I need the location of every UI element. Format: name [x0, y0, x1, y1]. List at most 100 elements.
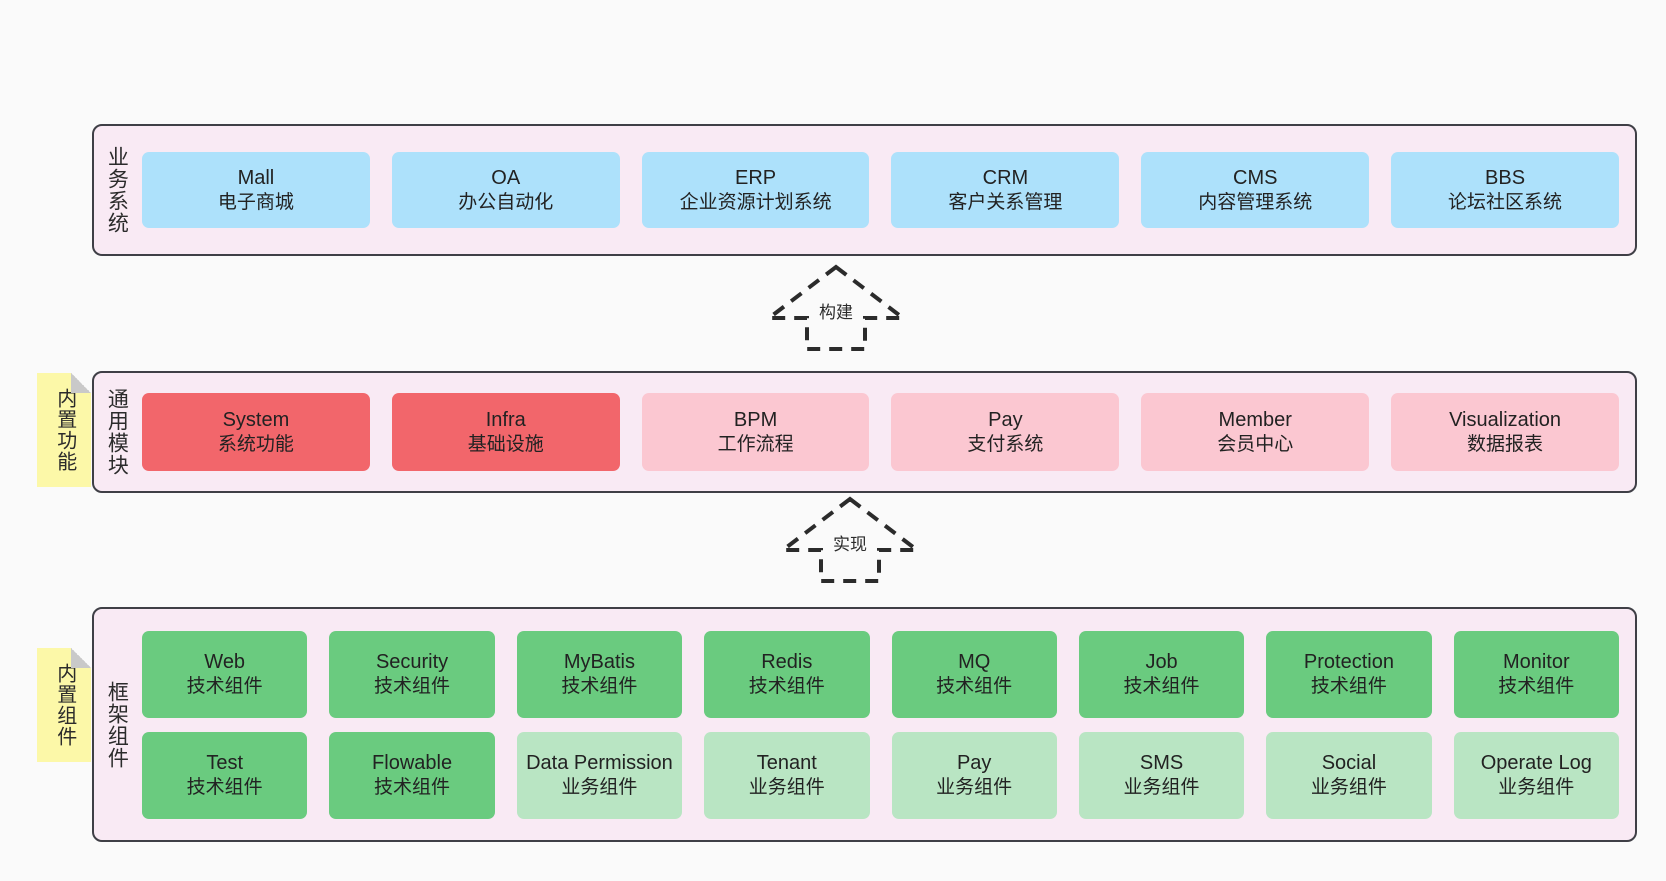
node-cms[interactable]: CMS 内容管理系统: [1141, 152, 1370, 228]
node-pay-module[interactable]: Pay 支付系统: [891, 393, 1120, 471]
node-infra-sub: 基础设施: [467, 433, 544, 455]
node-test-sub: 技术组件: [186, 776, 263, 798]
node-monitor-sub: 技术组件: [1498, 675, 1575, 697]
layer-title-business: 业务系统: [105, 146, 129, 234]
node-mq-sub: 技术组件: [936, 675, 1013, 697]
node-tenant-title: Tenant: [756, 752, 817, 775]
node-sms[interactable]: SMS 业务组件: [1078, 731, 1245, 819]
layer-body-business: Mall 电子商城 OA 办公自动化 ERP 企业资源计划系统 CRM 客户关系…: [138, 126, 1635, 254]
node-data-permission-title: Data Permission: [526, 752, 673, 775]
node-pay-component[interactable]: Pay 业务组件: [891, 731, 1057, 819]
layer-business-row: Mall 电子商城 OA 办公自动化 ERP 企业资源计划系统 CRM 客户关系…: [142, 152, 1619, 228]
node-web-title: Web: [204, 651, 246, 674]
node-cms-title: CMS: [1233, 167, 1278, 190]
node-pay-component-title: Pay: [956, 752, 992, 775]
node-bbs[interactable]: BBS 论坛社区系统: [1391, 152, 1619, 228]
node-monitor-title: Monitor: [1502, 651, 1570, 674]
node-job-title: Job: [1145, 651, 1178, 674]
node-monitor[interactable]: Monitor 技术组件: [1453, 630, 1619, 718]
note-builtin-function: 内置功能: [37, 373, 91, 487]
layer-business-system: 业务系统 Mall 电子商城 OA 办公自动化 ERP 企业资源计划系统 CRM…: [92, 124, 1637, 256]
node-social-title: Social: [1321, 752, 1377, 775]
node-job[interactable]: Job 技术组件: [1078, 630, 1245, 718]
node-mall-title: Mall: [237, 167, 275, 190]
node-crm-title: CRM: [982, 167, 1029, 190]
node-system-sub: 系统功能: [217, 433, 294, 455]
node-erp-title: ERP: [735, 167, 777, 190]
node-bpm-title: BPM: [733, 409, 778, 432]
node-visualization[interactable]: Visualization 数据报表: [1391, 393, 1619, 471]
node-bpm[interactable]: BPM 工作流程: [641, 393, 870, 471]
node-system-title: System: [222, 409, 290, 432]
node-data-permission-sub: 业务组件: [561, 776, 638, 798]
arrow-build-icon: [763, 264, 909, 351]
note-builtin-component-label: 内置组件: [53, 663, 76, 747]
note-builtin-component: 内置组件: [37, 648, 91, 762]
node-security-title: Security: [375, 651, 449, 674]
node-social-sub: 业务组件: [1310, 776, 1387, 798]
arrow-implement-icon: [777, 496, 923, 583]
node-cms-sub: 内容管理系统: [1198, 191, 1313, 213]
node-member[interactable]: Member 会员中心: [1141, 393, 1370, 471]
node-pay-module-sub: 支付系统: [967, 433, 1044, 455]
node-oa[interactable]: OA 办公自动化: [391, 152, 620, 228]
node-visualization-title: Visualization: [1449, 409, 1562, 432]
node-operate-log[interactable]: Operate Log 业务组件: [1453, 731, 1619, 819]
node-mybatis-title: MyBatis: [563, 651, 635, 674]
node-member-sub: 会员中心: [1217, 433, 1294, 455]
node-tenant[interactable]: Tenant 业务组件: [704, 731, 870, 819]
node-redis[interactable]: Redis 技术组件: [704, 630, 870, 718]
layer-common-module: 通用模块 System 系统功能 Infra 基础设施 BPM 工作流程 Pay…: [92, 371, 1637, 493]
node-erp[interactable]: ERP 企业资源计划系统: [641, 152, 870, 228]
layer-title-common: 通用模块: [105, 388, 129, 476]
node-protection[interactable]: Protection 技术组件: [1266, 630, 1432, 718]
node-mall-sub: 电子商城: [217, 191, 294, 213]
node-mybatis-sub: 技术组件: [561, 675, 638, 697]
node-web-sub: 技术组件: [186, 675, 263, 697]
node-data-permission[interactable]: Data Permission 业务组件: [516, 731, 683, 819]
note-builtin-function-label: 内置功能: [53, 388, 76, 472]
node-crm[interactable]: CRM 客户关系管理: [891, 152, 1120, 228]
node-sms-title: SMS: [1139, 752, 1184, 775]
node-sms-sub: 业务组件: [1123, 776, 1200, 798]
arrow-implement-label: 实现: [833, 535, 867, 554]
node-flowable[interactable]: Flowable 技术组件: [329, 731, 495, 819]
node-social[interactable]: Social 业务组件: [1266, 731, 1432, 819]
node-bpm-sub: 工作流程: [717, 433, 794, 455]
node-security[interactable]: Security 技术组件: [329, 630, 495, 718]
node-protection-title: Protection: [1303, 651, 1394, 674]
layer-body-framework: Web 技术组件 Security 技术组件 MyBatis 技术组件 Redi…: [138, 609, 1635, 840]
node-web[interactable]: Web 技术组件: [142, 630, 308, 718]
node-mq-title: MQ: [958, 651, 991, 674]
layer-body-common: System 系统功能 Infra 基础设施 BPM 工作流程 Pay 支付系统…: [138, 373, 1635, 491]
node-operate-log-title: Operate Log: [1480, 752, 1592, 775]
node-redis-sub: 技术组件: [748, 675, 825, 697]
node-crm-sub: 客户关系管理: [948, 191, 1063, 213]
node-member-title: Member: [1218, 409, 1292, 432]
node-operate-log-sub: 业务组件: [1498, 776, 1575, 798]
node-mq[interactable]: MQ 技术组件: [891, 630, 1057, 718]
node-security-sub: 技术组件: [374, 675, 451, 697]
node-bbs-sub: 论坛社区系统: [1448, 191, 1563, 213]
node-redis-title: Redis: [761, 651, 813, 674]
node-test[interactable]: Test 技术组件: [142, 731, 308, 819]
node-protection-sub: 技术组件: [1310, 675, 1387, 697]
node-erp-sub: 企业资源计划系统: [679, 191, 832, 213]
layer-framework-component: 框架组件 Web 技术组件 Security 技术组件 MyBatis 技术组件…: [92, 607, 1637, 842]
node-job-sub: 技术组件: [1123, 675, 1200, 697]
node-tenant-sub: 业务组件: [748, 776, 825, 798]
node-mall[interactable]: Mall 电子商城: [142, 152, 370, 228]
node-oa-sub: 办公自动化: [458, 191, 554, 213]
node-infra-title: Infra: [485, 409, 526, 432]
node-bbs-title: BBS: [1485, 167, 1526, 190]
arrow-build-label: 构建: [819, 303, 853, 322]
node-oa-title: OA: [491, 167, 521, 190]
node-mybatis[interactable]: MyBatis 技术组件: [516, 630, 683, 718]
layer-title-framework: 框架组件: [105, 680, 129, 769]
node-test-title: Test: [206, 752, 244, 775]
arrow-build: 构建: [762, 262, 910, 354]
node-infra[interactable]: Infra 基础设施: [391, 393, 620, 471]
node-pay-module-title: Pay: [988, 409, 1023, 432]
node-system[interactable]: System 系统功能: [142, 393, 370, 471]
